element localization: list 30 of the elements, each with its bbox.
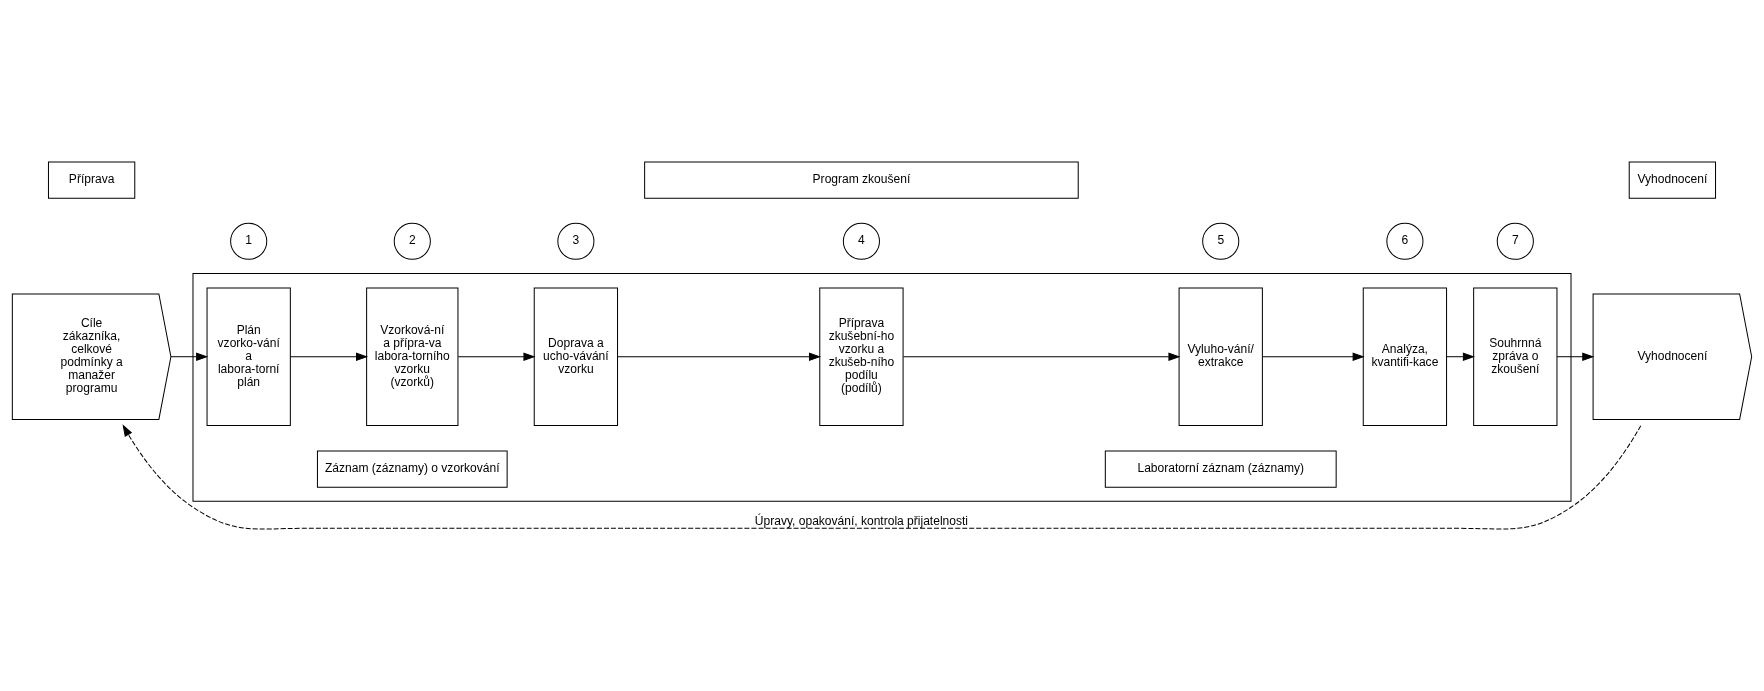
- node-circle: 4: [842, 222, 880, 260]
- node-circle: 3: [557, 222, 595, 260]
- node-circle: 7: [1496, 222, 1534, 260]
- cluster: [192, 272, 1572, 502]
- node-box: Vzorková-ní a přípra-va labora-torního vzorku (vzorků): [366, 286, 459, 426]
- node-box: Doprava a ucho-vávání vzorku: [533, 286, 619, 426]
- node-box: Analýza, kvantifi-kace: [1362, 286, 1448, 426]
- edge-label: Úpravy, opakování, kontrola přijatelnosti: [754, 513, 968, 528]
- node-box: Příprava: [47, 161, 136, 199]
- arrow: [170, 352, 208, 361]
- node-circle: 1: [230, 222, 268, 260]
- node-circle: 2: [393, 222, 431, 260]
- node-circle: 6: [1386, 222, 1424, 260]
- arrow: [457, 352, 535, 361]
- node-box: Vyluho-vání/ extrakce: [1178, 286, 1263, 426]
- node-box: Příprava zkušební-ho vzorku a zkušeb-ního podílu (podílů): [819, 286, 904, 426]
- node-box: Souhrnná zpráva o zkoušení: [1473, 286, 1558, 426]
- node-box: Vyhodnocení: [1628, 161, 1717, 199]
- node-box: Program zkoušení: [644, 161, 1079, 199]
- arrow: [1556, 352, 1594, 361]
- node-box: Záznam (záznamy) o vzorkování: [316, 450, 508, 488]
- arrow: [122, 424, 1642, 529]
- node-box: Laboratorní záznam (záznamy): [1104, 450, 1337, 488]
- arrow: [289, 352, 368, 361]
- arrow: [1446, 352, 1474, 361]
- node-box: Plán vzorko-vání a labora-torní plán: [206, 286, 291, 426]
- arrow: [617, 352, 820, 361]
- arrow: [1262, 352, 1364, 361]
- arrow: [902, 352, 1180, 361]
- node-circle: 5: [1202, 222, 1240, 260]
